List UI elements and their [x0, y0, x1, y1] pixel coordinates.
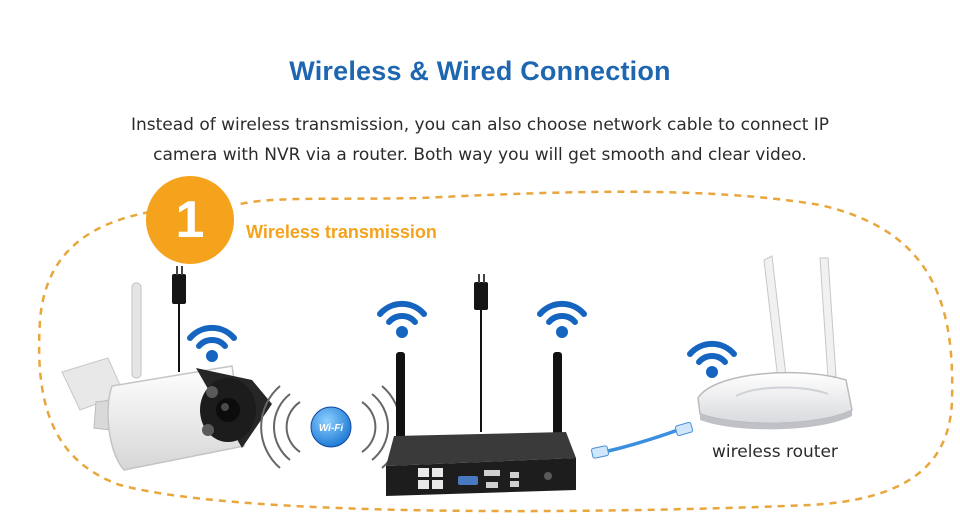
- description: Instead of wireless transmission, you ca…: [90, 110, 870, 170]
- page-title: Wireless & Wired Connection: [289, 56, 671, 86]
- ethernet-cable-icon: [591, 421, 694, 459]
- ip-camera-icon: [61, 282, 272, 471]
- nvr-wifi-icon-right: [540, 304, 584, 338]
- nvr-recorder-icon: [386, 352, 576, 496]
- description-line-2: camera with NVR via a router. Both way y…: [153, 145, 807, 165]
- step-number-badge: 1: [146, 176, 234, 264]
- wifi-badge-icon: [310, 406, 352, 448]
- dashed-boundary: [37, 190, 954, 513]
- nvr-wifi-icon-left: [380, 304, 424, 338]
- router-label: wireless router: [712, 442, 838, 462]
- router-wifi-icon: [690, 344, 734, 378]
- nvr-power-adapter-icon: [474, 274, 488, 432]
- wireless-router-icon: [697, 255, 853, 430]
- description-line-1: Instead of wireless transmission, you ca…: [130, 115, 830, 135]
- camera-power-adapter-icon: [172, 266, 186, 372]
- section-label: Wireless transmission: [246, 222, 437, 242]
- camera-wifi-icon: [190, 328, 234, 362]
- wifi-badge-label: Wi-Fi: [319, 423, 344, 434]
